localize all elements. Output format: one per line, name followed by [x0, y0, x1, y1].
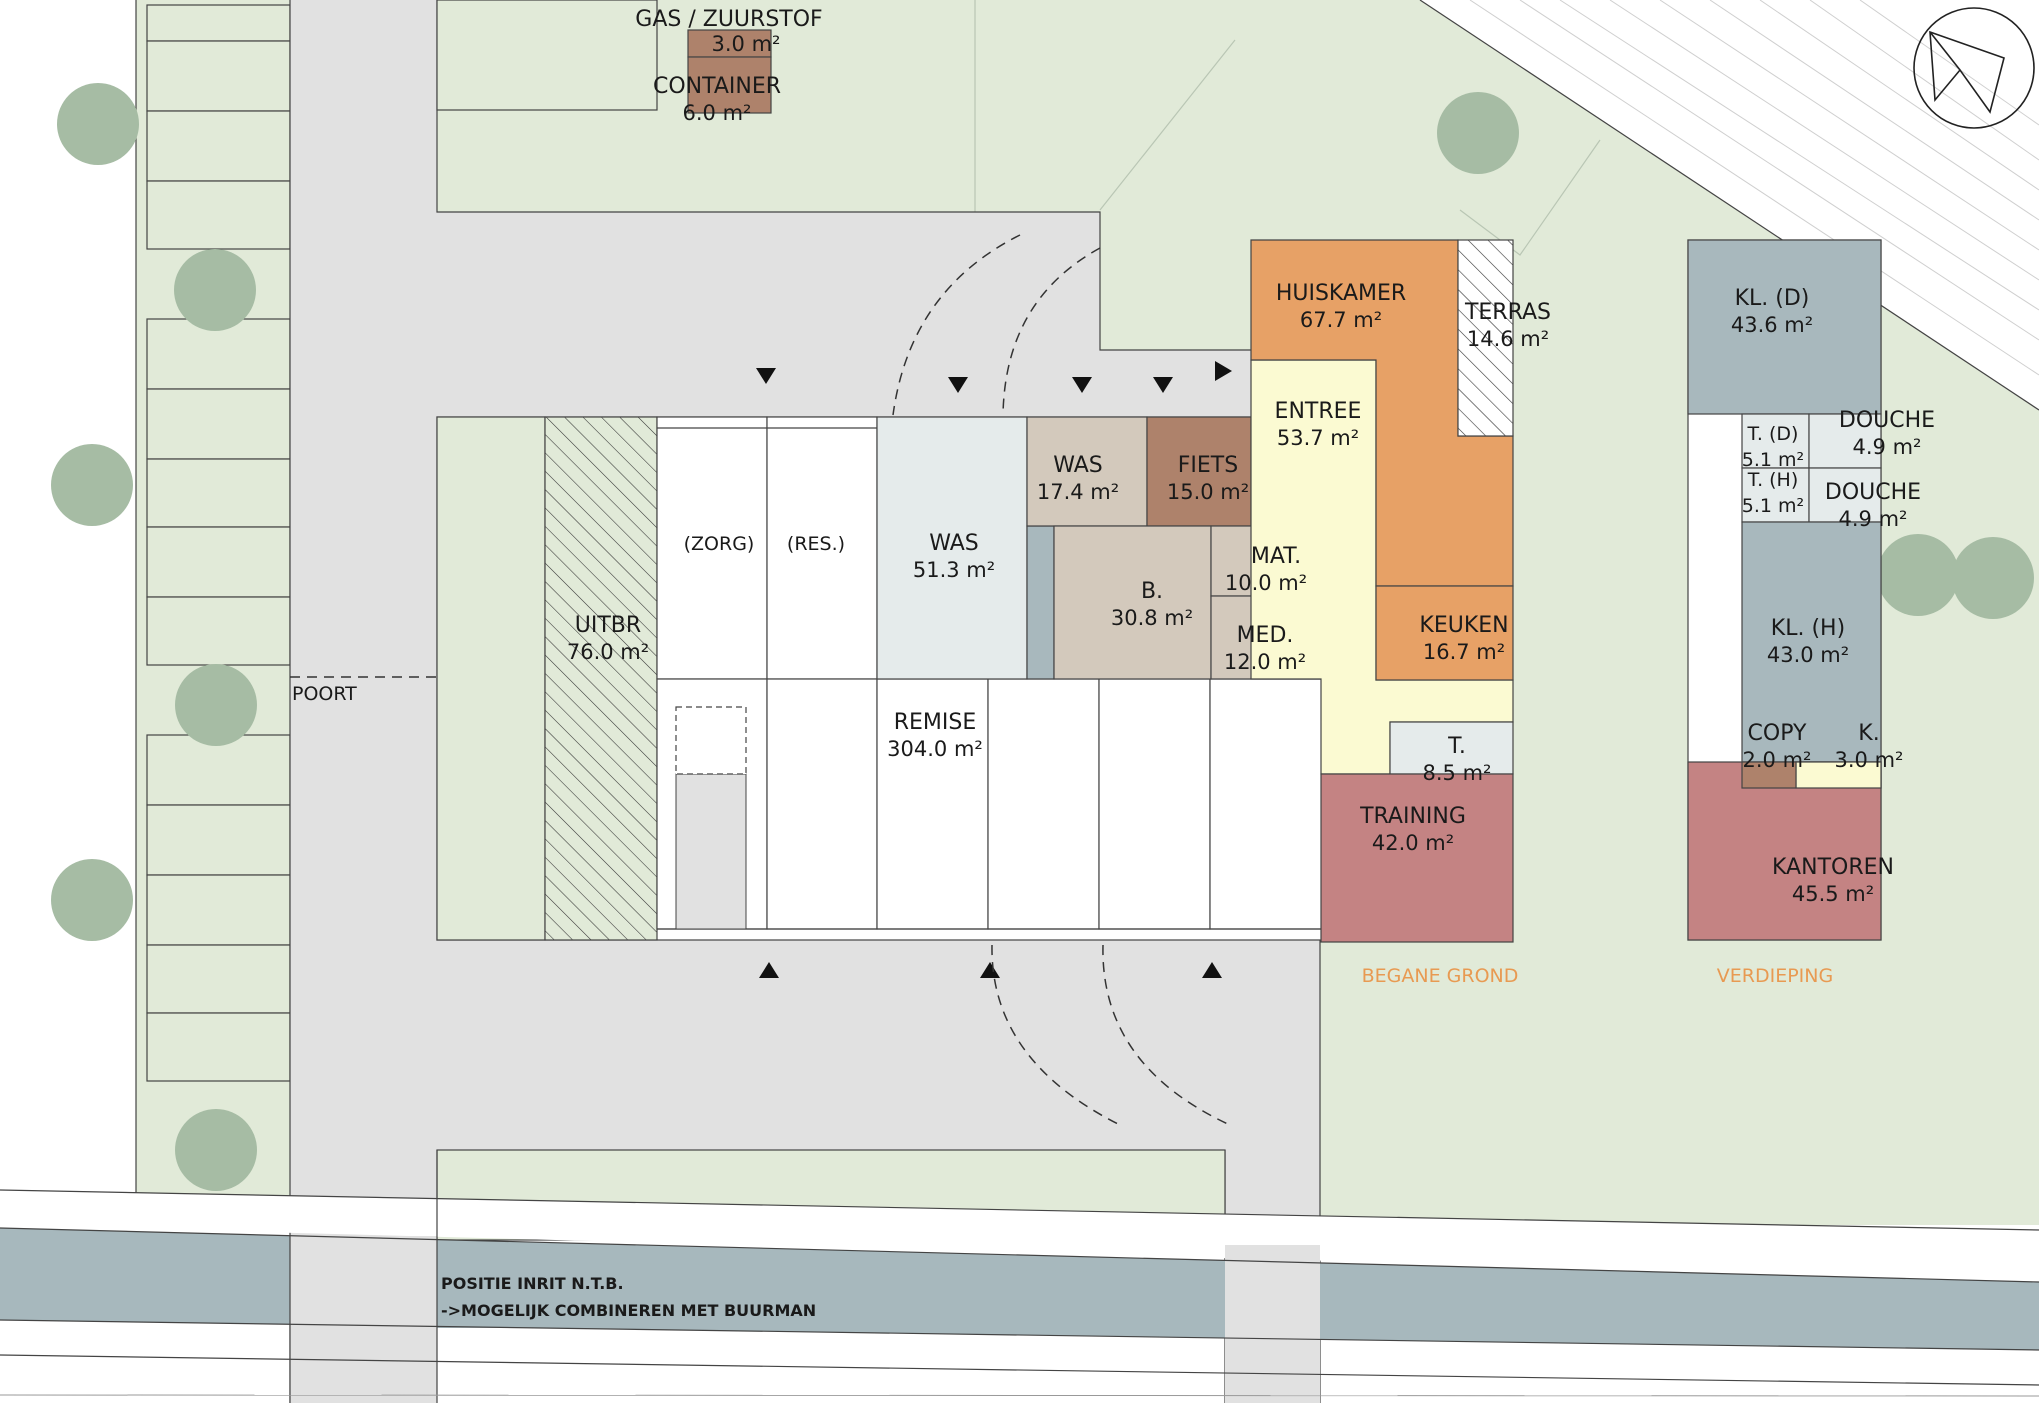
ground-floor: [436, 239, 1514, 943]
room-uitbr: [544, 416, 658, 941]
label-fiets-area: 15.0 m²: [1167, 480, 1249, 504]
label-t-ground-area: 8.5 m²: [1423, 761, 1492, 785]
note-line-2: ->MOGELIJK COMBINEREN MET BUURMAN: [441, 1301, 816, 1320]
label-huiskamer-name: HUISKAMER: [1276, 281, 1406, 306]
label-training-name: TRAINING: [1359, 804, 1466, 829]
label-t-h-name: T. (H): [1747, 469, 1799, 491]
label-res: (RES.): [787, 533, 845, 555]
label-entree-name: ENTREE: [1275, 399, 1362, 424]
label-med-name: MED.: [1237, 623, 1294, 648]
label-was-small-name: WAS: [1053, 453, 1103, 478]
room-kl-h: [1741, 521, 1882, 763]
label-b-name: B.: [1141, 579, 1163, 604]
label-uitbr-name: UITBR: [575, 613, 641, 638]
label-t-d-area: 5.1 m²: [1742, 449, 1804, 471]
label-keuken-name: KEUKEN: [1419, 613, 1508, 638]
label-container-area: 6.0 m²: [683, 101, 752, 125]
room-was-large: [876, 416, 1028, 680]
label-douche-1-area: 4.9 m²: [1853, 435, 1922, 459]
label-kl-d-area: 43.6 m²: [1731, 313, 1813, 337]
room-kantoren: [1687, 761, 1882, 941]
label-zorg: (ZORG): [684, 533, 755, 555]
label-douche-2-name: DOUCHE: [1825, 480, 1921, 505]
room-copy: [1741, 761, 1797, 789]
label-t-h-area: 5.1 m²: [1742, 495, 1804, 517]
label-gas-name: GAS / ZUURSTOF: [635, 7, 822, 32]
caption-begane-grond: BEGANE GROND: [1362, 965, 1519, 987]
label-t-d-name: T. (D): [1747, 423, 1799, 445]
room-t-ground: [1389, 721, 1514, 775]
room-b: [1053, 525, 1212, 680]
label-huiskamer-area: 67.7 m²: [1300, 308, 1382, 332]
room-training: [1320, 773, 1514, 943]
label-container-name: CONTAINER: [653, 74, 781, 99]
room-container: [687, 56, 772, 114]
label-k-area: 3.0 m²: [1835, 748, 1904, 772]
label-kl-h-area: 43.0 m²: [1767, 643, 1849, 667]
label-douche-1-name: DOUCHE: [1839, 408, 1935, 433]
label-kl-h-name: KL. (H): [1771, 616, 1845, 641]
label-terras-name: TERRAS: [1464, 300, 1551, 325]
label-remise-name: REMISE: [894, 710, 977, 735]
label-copy-name: COPY: [1748, 721, 1807, 746]
room-terras: [1457, 239, 1514, 437]
room-keuken: [1375, 585, 1514, 681]
room-labels: GAS / ZUURSTOF 3.0 m² CONTAINER 6.0 m² U…: [567, 7, 1935, 906]
room-t-h: [1741, 467, 1810, 523]
label-remise-area: 304.0 m²: [887, 737, 983, 761]
trees: [51, 83, 2034, 1191]
upper-floor: [1687, 239, 1882, 941]
label-mat-name: MAT.: [1251, 544, 1301, 569]
parking-bays: [146, 4, 291, 1082]
label-b-area: 30.8 m²: [1111, 606, 1193, 630]
label-gas-area: 3.0 m²: [712, 32, 781, 56]
label-was-large-area: 51.3 m²: [913, 558, 995, 582]
room-was-small: [1026, 416, 1148, 527]
note-line-1: POSITIE INRIT N.T.B.: [441, 1274, 624, 1293]
label-entree-area: 53.7 m²: [1277, 426, 1359, 450]
north-arrow-icon: [1913, 7, 2035, 129]
label-kl-d-name: KL. (D): [1735, 286, 1810, 311]
label-kantoren-name: KANTOREN: [1772, 855, 1894, 880]
label-uitbr-area: 76.0 m²: [567, 640, 649, 664]
label-training-area: 42.0 m²: [1372, 831, 1454, 855]
room-douche-1: [1808, 413, 1882, 469]
label-keuken-area: 16.7 m²: [1423, 640, 1505, 664]
label-terras-area: 14.6 m²: [1467, 327, 1549, 351]
label-poort: POORT: [292, 683, 357, 705]
room-t-d: [1741, 413, 1810, 469]
label-douche-2-area: 4.9 m²: [1839, 507, 1908, 531]
label-was-small-area: 17.4 m²: [1037, 480, 1119, 504]
caption-verdieping: VERDIEPING: [1717, 965, 1833, 987]
label-t-ground-name: T.: [1447, 734, 1466, 759]
label-kantoren-area: 45.5 m²: [1792, 882, 1874, 906]
label-was-large-name: WAS: [929, 531, 979, 556]
room-gas: [687, 29, 772, 58]
label-fiets-name: FIETS: [1178, 453, 1238, 478]
label-copy-area: 2.0 m²: [1743, 748, 1812, 772]
label-med-area: 12.0 m²: [1224, 650, 1306, 674]
entrance-arrows: [756, 361, 1232, 978]
label-k-name: K.: [1858, 721, 1879, 746]
label-mat-area: 10.0 m²: [1225, 571, 1307, 595]
room-douche-2: [1808, 467, 1882, 523]
